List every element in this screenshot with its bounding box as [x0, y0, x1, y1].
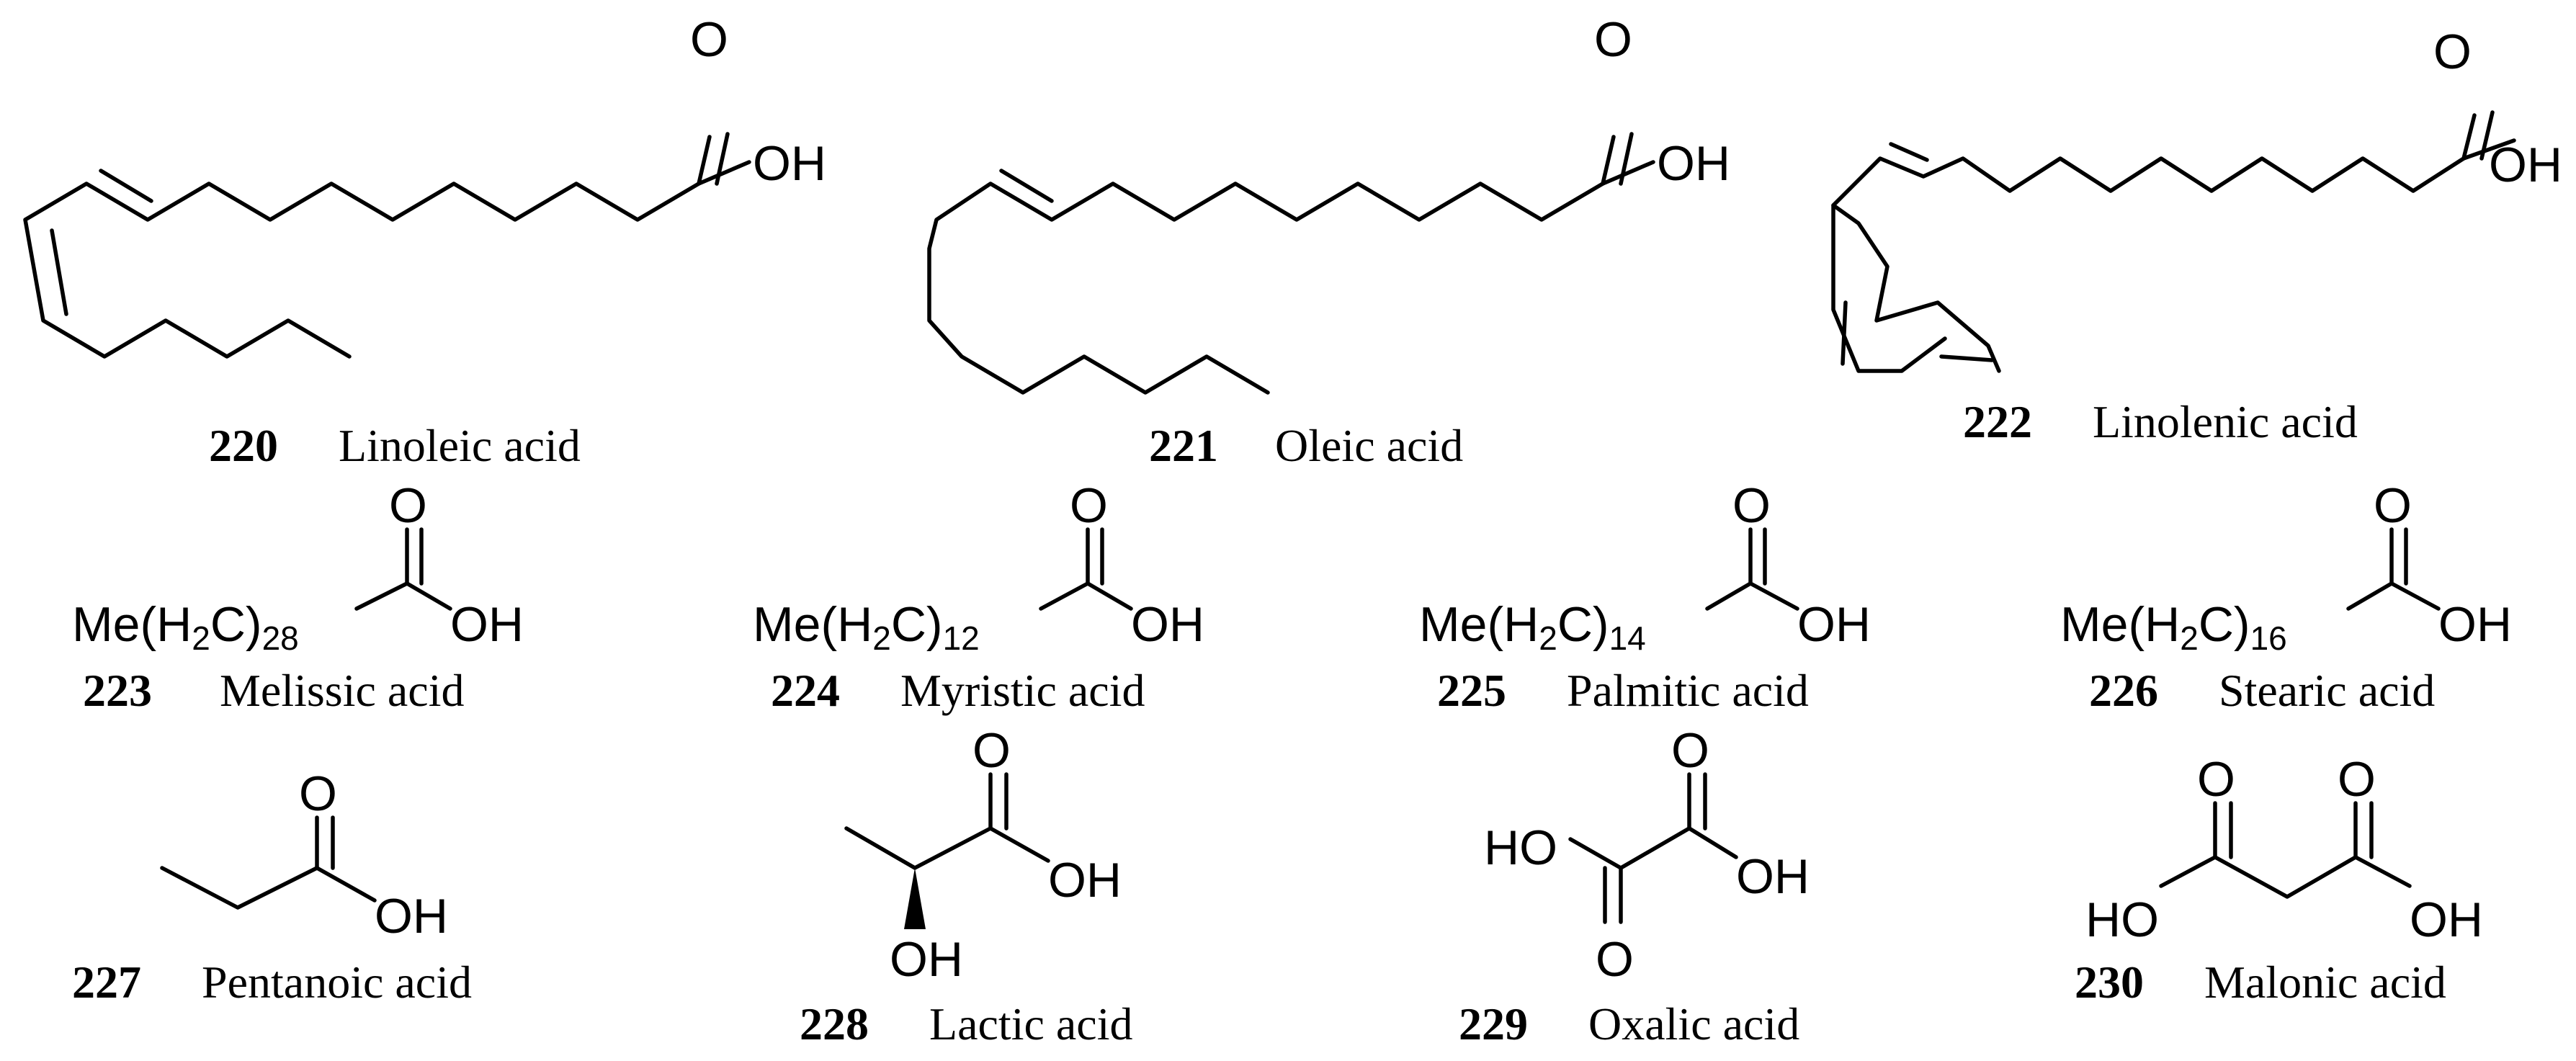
bond-224-chain	[1039, 581, 1090, 611]
carbonyl-oxygen-222: O	[2433, 24, 2472, 79]
hydroxyl-225: OH	[1797, 597, 1871, 652]
compound-name-224: Myristic acid	[900, 665, 1145, 716]
compound-name-225: Palmitic acid	[1567, 665, 1809, 716]
carboxyl-single-bond-221	[1601, 160, 1655, 186]
compound-number-223: 223	[83, 665, 152, 716]
bond-223-chain	[354, 581, 409, 611]
compound-name-226: Stearic acid	[2219, 665, 2435, 716]
chain-220	[23, 135, 712, 359]
hydroxyl-221: OH	[1657, 136, 1730, 191]
compound-number-230: 230	[2075, 957, 2144, 1008]
carbonyl-oxygen-224: O	[1070, 478, 1108, 533]
hydroxyl-220: OH	[753, 136, 826, 191]
bond-225-chain	[1705, 581, 1753, 611]
hydroxyl-230-left: HO	[2085, 892, 2159, 947]
compound-name-227: Pentanoic acid	[202, 957, 472, 1008]
bond-226-chain	[2346, 581, 2394, 611]
carbonyl-oxygen-230-right: O	[2338, 752, 2376, 807]
hydroxyl-229-left: HO	[1484, 820, 1557, 875]
chain-230	[2213, 855, 2358, 899]
chain-formula-225: Me(H2C)14	[1419, 597, 1646, 657]
chain-formula-223: Me(H2C)28	[72, 597, 299, 657]
hydroxyl-227: OH	[375, 889, 448, 944]
structure-226-stearic-acid: Me(H2C)16 O OH	[2060, 478, 2512, 657]
wedge-bond-228	[904, 868, 926, 929]
carbonyl-oxygen-229-bottom: O	[1596, 932, 1634, 987]
chain-228	[844, 826, 1050, 870]
structure-222-linolenic-acid: O OH	[1831, 24, 2562, 373]
carbonyl-oxygen-227: O	[299, 766, 337, 821]
compound-number-227: 227	[72, 957, 141, 1008]
carbonyl-oxygen-229-top: O	[1671, 723, 1709, 778]
chain-221	[927, 135, 1616, 395]
compound-number-224: 224	[771, 665, 840, 716]
chain-222-tail	[1831, 203, 1947, 373]
oh-bond-229-left	[1568, 837, 1623, 870]
cc-bond-229	[1619, 826, 1691, 870]
structure-221-oleic-acid: O OH	[927, 12, 1730, 395]
carbonyl-oxygen-221: O	[1594, 12, 1632, 67]
compound-number-226: 226	[2089, 665, 2158, 716]
cis-double-bond-220b	[50, 228, 68, 316]
trans-double-bond-222	[1939, 354, 1994, 362]
hydroxyl-229-right: OH	[1736, 849, 1810, 904]
compound-number-222: 222	[1963, 396, 2032, 447]
compound-number-220: 220	[209, 420, 278, 471]
compound-name-222: Linolenic acid	[2093, 396, 2358, 447]
hydroxyl-222: OH	[2489, 138, 2562, 192]
structure-230-malonic-acid: O O HO OH	[2085, 752, 2483, 947]
carboxyl-single-bond-220	[697, 160, 751, 186]
hydroxyl-bond-223	[405, 581, 452, 611]
carbonyl-oxygen-226: O	[2374, 478, 2412, 533]
hydroxyl-226: OH	[2438, 597, 2512, 652]
structure-227-pentanoic-acid: O OH	[160, 766, 448, 944]
compound-name-221: Oleic acid	[1275, 420, 1463, 471]
chain-formula-224: Me(H2C)12	[753, 597, 980, 657]
structure-225-palmitic-acid: Me(H2C)14 O OH	[1419, 478, 1871, 657]
carbonyl-oxygen-230-left: O	[2197, 752, 2235, 807]
compound-name-230: Malonic acid	[2204, 957, 2446, 1008]
carbonyl-oxygen-223: O	[389, 478, 427, 533]
hydroxyl-223: OH	[450, 597, 524, 652]
hydroxyl-bond-225	[1748, 581, 1799, 611]
compound-name-229: Oxalic acid	[1588, 998, 1799, 1049]
structure-223-melissic-acid: Me(H2C)28 O OH	[72, 478, 524, 657]
cis-double-bond-220a	[99, 169, 153, 203]
carboxyl-single-bond-222	[2461, 138, 2516, 161]
compound-number-221: 221	[1149, 420, 1218, 471]
structure-229-oxalic-acid: O O HO OH	[1484, 723, 1810, 987]
hydroxyl-bond-226	[2389, 581, 2441, 611]
chain-227	[160, 866, 377, 910]
hydroxyl-224: OH	[1131, 597, 1204, 652]
structure-224-myristic-acid: Me(H2C)12 O OH	[753, 478, 1204, 657]
oh-bond-229-right	[1687, 826, 1738, 859]
chain-222	[1831, 113, 2477, 373]
hydroxyl-bond-224	[1086, 581, 1133, 611]
compound-name-223: Melissic acid	[220, 665, 464, 716]
chain-formula-226: Me(H2C)16	[2060, 597, 2287, 657]
carbonyl-oxygen-220: O	[690, 12, 728, 67]
oh-bond-230-right	[2353, 855, 2412, 888]
hydroxyl-228-alcohol: OH	[890, 932, 963, 987]
hydroxyl-228-acid: OH	[1048, 853, 1122, 908]
compound-number-228: 228	[800, 998, 869, 1049]
compound-number-225: 225	[1437, 665, 1506, 716]
structure-220-linoleic-acid: O OH	[23, 12, 826, 359]
cis-double-bond-222a	[1889, 142, 1929, 162]
carbonyl-oxygen-225: O	[1732, 478, 1771, 533]
oh-bond-230-left	[2159, 855, 2217, 888]
compound-name-220: Linoleic acid	[339, 420, 581, 471]
structure-228-lactic-acid: O OH OH	[844, 723, 1122, 987]
hydroxyl-230-right: OH	[2410, 892, 2483, 947]
carbonyl-oxygen-228: O	[972, 723, 1011, 778]
compound-name-228: Lactic acid	[929, 998, 1132, 1049]
compound-number-229: 229	[1459, 998, 1528, 1049]
cis-double-bond-221	[999, 169, 1054, 203]
